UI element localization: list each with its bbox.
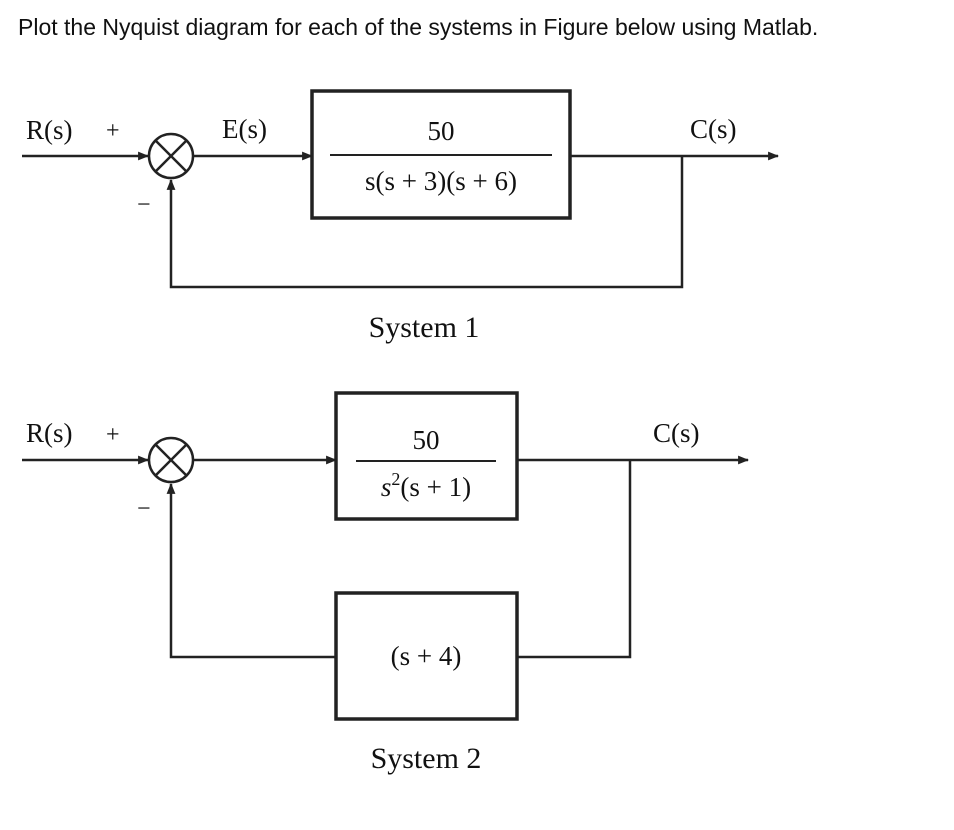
- system-2-summing-junction: [147, 436, 195, 484]
- system-2-feedback-tf: (s + 4): [391, 641, 462, 671]
- system-1-feedback-path: [166, 156, 684, 289]
- system-2-caption: System 2: [371, 742, 482, 775]
- system-2-minus-sign: −: [137, 496, 151, 522]
- system-2-output-label: C(s): [653, 418, 700, 448]
- system-2-forward-block: [334, 391, 519, 521]
- system-1-input-label: R(s): [26, 115, 73, 145]
- system-1-minus-sign: −: [137, 192, 151, 218]
- system-2-input-label: R(s): [26, 418, 73, 448]
- system-1-tf-denominator: s(s + 3)(s + 6): [365, 166, 517, 196]
- system-1-caption: System 1: [369, 311, 480, 344]
- system-1-tf-numerator: 50: [428, 116, 455, 146]
- system-2-feedback-wire-left: [166, 482, 336, 659]
- system-2-feedback-wire-right: [517, 460, 632, 659]
- system-2-plus-sign: +: [106, 422, 120, 448]
- system-1-plus-sign: +: [106, 118, 120, 144]
- system-1-output-label: C(s): [690, 114, 737, 144]
- system-1-diagram: R(s) + E(s) 50 s(s + 3)(s + 6) C(s) − Sy…: [22, 89, 780, 344]
- system-1-summing-junction: [147, 132, 195, 180]
- system-2-diagram: R(s) + 50 s2(s + 1) C(s) (s + 4) − Syste…: [22, 391, 750, 775]
- system-1-error-label: E(s): [222, 114, 267, 144]
- system-2-feedback-block: [334, 591, 519, 721]
- system-2-tf-denominator: s2(s + 1): [381, 469, 471, 502]
- question-prompt: Plot the Nyquist diagram for each of the…: [18, 14, 819, 40]
- system-2-tf-numerator: 50: [413, 425, 440, 455]
